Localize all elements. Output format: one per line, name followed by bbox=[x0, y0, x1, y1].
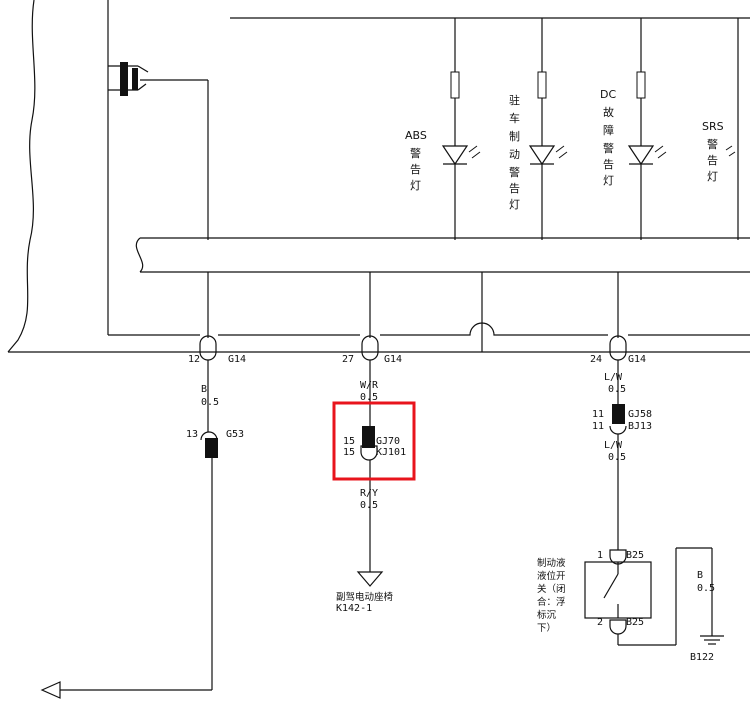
lamp-srs-label-3: 灯 bbox=[707, 170, 718, 183]
lamp-dc-label: DC 故 障 警 告 灯 bbox=[600, 88, 616, 187]
wire-middle bbox=[356, 335, 384, 587]
lamp-dc-label-3: 警 bbox=[603, 141, 614, 155]
wire-mid-conn-top: G14 bbox=[384, 354, 402, 365]
switch-label-1: 液位开 bbox=[537, 570, 566, 582]
wire-right-pin-top: 24 bbox=[590, 354, 602, 365]
harness-band bbox=[135, 237, 750, 273]
lamp-parking-label-1: 车 bbox=[509, 111, 520, 125]
lamp-dc-label-2: 障 bbox=[603, 123, 614, 137]
unit-boundary-wave bbox=[7, 0, 36, 353]
lamp-srs-label-0: SRS bbox=[702, 120, 724, 133]
bus-upper-line bbox=[108, 322, 750, 336]
top-switch-symbol bbox=[107, 0, 209, 335]
wire-right-conn-top: G14 bbox=[628, 354, 646, 365]
wire-left-pin-mid: 13 bbox=[186, 429, 198, 440]
lamp-dc-label-0: DC bbox=[600, 88, 616, 101]
lamp-abs bbox=[441, 18, 481, 240]
wire-right-conn-a: GJ58 bbox=[628, 409, 652, 420]
switch-label-5: 下） bbox=[537, 622, 556, 634]
wire-right-pin-b: 11 bbox=[592, 421, 604, 432]
switch-label-2: 关（闭 bbox=[537, 583, 566, 595]
lamp-abs-label-2: 告 bbox=[410, 163, 421, 176]
wire-mid-dest-code: K142-1 bbox=[336, 603, 372, 614]
switch-label: 制动液 液位开 关（闭 合：浮 标沉 下） bbox=[537, 557, 566, 634]
wire-left-conn-top: G14 bbox=[228, 354, 246, 365]
lamp-parking-label: 驻 车 制 动 警 告 灯 bbox=[509, 93, 520, 211]
switch-pin-top: 1 bbox=[597, 550, 603, 561]
wire-right-size-top: 0.5 bbox=[608, 384, 626, 395]
lamp-srs bbox=[725, 18, 739, 240]
switch-conn-top: B25 bbox=[626, 550, 644, 561]
wire-mid-pin-a: 15 bbox=[343, 436, 355, 447]
switch-label-0: 制动液 bbox=[537, 557, 566, 569]
ground-code: B122 bbox=[690, 652, 714, 663]
wire-mid-pin-b: 15 bbox=[343, 447, 355, 458]
switch-label-4: 标沉 bbox=[537, 609, 557, 621]
lamp-dc-label-5: 灯 bbox=[603, 174, 614, 187]
ground-wire-color: B bbox=[697, 570, 703, 581]
lamp-srs-label-2: 告 bbox=[707, 154, 718, 167]
lamp-parking-label-5: 告 bbox=[509, 182, 520, 195]
wire-right bbox=[609, 335, 627, 565]
wire-left bbox=[40, 335, 218, 699]
wire-mid-dest-label: 副驾电动座椅 bbox=[336, 591, 394, 603]
wire-left-conn-mid: G53 bbox=[226, 429, 244, 440]
wire-mid-size-top: 0.5 bbox=[360, 392, 378, 403]
switch-label-3: 合：浮 bbox=[537, 596, 566, 608]
brake-fluid-level-switch bbox=[584, 547, 724, 646]
highlight-box bbox=[332, 401, 416, 481]
wire-left-color: B bbox=[201, 384, 207, 395]
lamp-parking-label-3: 动 bbox=[509, 148, 520, 161]
wire-mid-size-bottom: 0.5 bbox=[360, 500, 378, 511]
lamp-abs-label-0: ABS bbox=[405, 129, 427, 142]
wire-left-size: 0.5 bbox=[201, 397, 219, 408]
wire-right-conn-b: BJ13 bbox=[628, 421, 652, 432]
lamp-parking-label-0: 驻 bbox=[509, 93, 520, 107]
lamp-abs-label: ABS 警 告 灯 bbox=[405, 129, 427, 192]
lamp-srs-label-1: 警 bbox=[707, 137, 718, 151]
ground-wire-size: 0.5 bbox=[697, 583, 715, 594]
lamp-dc-fault bbox=[627, 18, 667, 240]
wire-mid-pin-top: 27 bbox=[342, 354, 354, 365]
wire-left-pin-top: 12 bbox=[188, 354, 200, 365]
lamp-abs-label-3: 灯 bbox=[410, 179, 421, 192]
lamp-parking-label-6: 灯 bbox=[509, 198, 520, 211]
lamp-parking-brake bbox=[528, 18, 568, 240]
switch-conn-bottom: B25 bbox=[626, 617, 644, 628]
lamp-dc-label-1: 故 bbox=[603, 105, 614, 119]
wire-mid-conn-a: GJ70 bbox=[376, 436, 400, 447]
wire-right-size-mid: 0.5 bbox=[608, 452, 626, 463]
lamp-dc-label-4: 告 bbox=[603, 158, 614, 171]
switch-pin-bottom: 2 bbox=[597, 617, 603, 628]
wire-mid-color-top: W/R bbox=[360, 380, 379, 391]
wire-mid-conn-b: KJ101 bbox=[376, 447, 406, 458]
lamp-abs-label-1: 警 bbox=[410, 146, 421, 160]
wire-right-color-mid: L/W bbox=[604, 440, 623, 451]
lamp-parking-label-2: 制 bbox=[509, 130, 520, 143]
wire-right-pin-a: 11 bbox=[592, 409, 604, 420]
wire-mid-color-bottom: R/Y bbox=[360, 488, 378, 499]
lamp-parking-label-4: 警 bbox=[509, 165, 520, 179]
wire-right-color-top: L/W bbox=[604, 372, 623, 383]
lamp-srs-label: SRS 警 告 灯 bbox=[702, 120, 724, 183]
